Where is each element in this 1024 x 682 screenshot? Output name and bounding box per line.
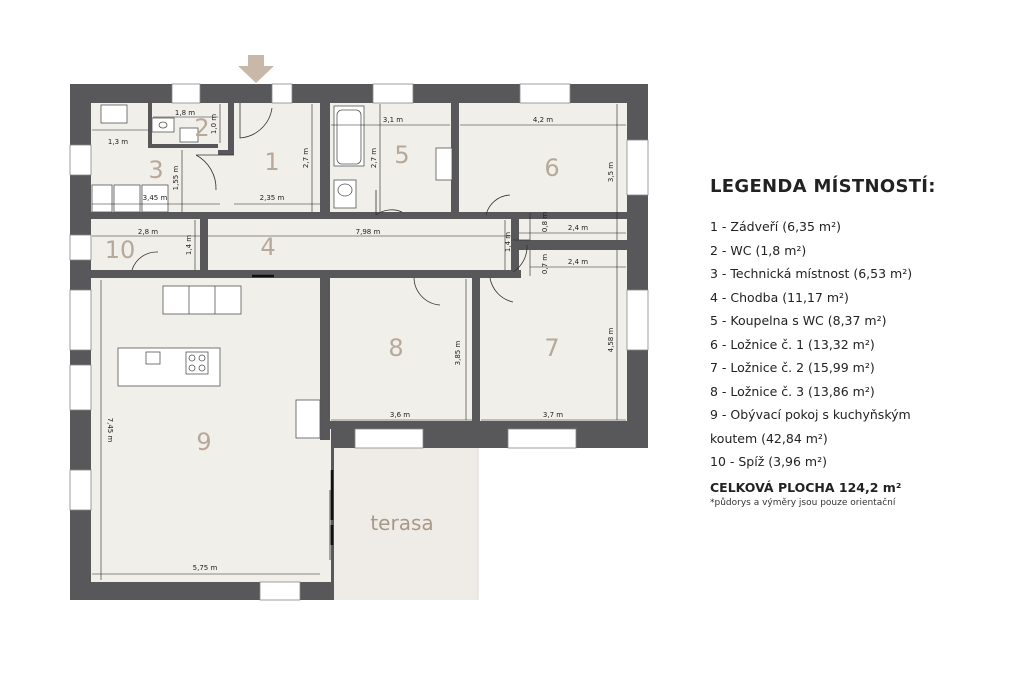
dim-label: 3,85 m (454, 341, 462, 366)
dim-label: 1,0 m (210, 114, 218, 134)
room-number-2: 2 (194, 114, 209, 142)
dim-label: 1,55 m (172, 166, 180, 191)
dim-label: 1,3 m (108, 138, 128, 146)
dimension-lines (92, 104, 626, 580)
room-number-1: 1 (264, 148, 279, 176)
room-number-5: 5 (394, 141, 409, 169)
room-numbers: 1 2 3 4 5 6 7 8 9 10 (105, 114, 560, 456)
dim-label: 2,7 m (302, 148, 310, 168)
washer (100, 104, 128, 124)
dim-label: 0,8 m (541, 212, 549, 232)
room-number-7: 7 (544, 334, 559, 362)
total-area: CELKOVÁ PLOCHA 124,2 m² (710, 479, 902, 495)
legend-item: 8 - Ložnice č. 3 (13,86 m²) (710, 383, 875, 399)
fixtures (91, 104, 453, 439)
legend-item: 2 - WC (1,8 m²) (710, 242, 807, 258)
legend-item: 9 - Obývací pokoj s kuchyňským (710, 407, 911, 422)
fireplace (295, 399, 321, 439)
entrance-arrow-icon (238, 55, 274, 83)
legend-list: 1 - Zádveří (6,35 m²) 2 - WC (1,8 m²) 3 … (710, 215, 1010, 474)
dim-label: 1,4 m (185, 235, 193, 255)
dim-label: 2,7 m (370, 148, 378, 168)
windows (69, 83, 649, 601)
legend-item: 6 - Ložnice č. 1 (13,32 m²) (710, 336, 875, 352)
legend-item: 7 - Ložnice č. 2 (15,99 m²) (710, 360, 875, 375)
dim-label: 2,4 m (568, 258, 588, 266)
dim-label: 1,8 m (175, 109, 195, 117)
legend-item: 10 - Spíž (3,96 m²) (710, 454, 827, 469)
dim-label: 3,6 m (390, 411, 410, 419)
sink-bath (435, 147, 453, 181)
dim-label: 4,58 m (607, 328, 615, 353)
room-number-4: 4 (260, 233, 275, 261)
room-number-9: 9 (196, 428, 211, 456)
room-number-8: 8 (388, 334, 403, 362)
legend-item: 4 - Chodba (11,17 m²) (710, 289, 849, 305)
dim-label: 2,4 m (568, 224, 588, 232)
dimension-labels: 1,8 m 1,0 m 1,3 m 1,55 m 3,45 m 2,35 m 2… (106, 109, 615, 572)
legend-item: koutem (42,84 m²) (710, 430, 828, 446)
terrace-area (334, 448, 478, 600)
room-legend: LEGENDA MÍSTNOSTÍ: 1 - Zádveří (6,35 m²)… (710, 176, 1010, 508)
dim-label: 3,5 m (607, 162, 615, 182)
dim-label: 2,8 m (138, 228, 158, 236)
dim-label: 4,2 m (533, 116, 553, 124)
dim-label: 7,45 m (106, 418, 114, 443)
dim-label: 2,35 m (260, 194, 285, 202)
legend-title: LEGENDA MÍSTNOSTÍ: (710, 176, 936, 197)
room-number-10: 10 (105, 236, 136, 264)
dim-label: 3,45 m (143, 194, 168, 202)
dim-label: 3,1 m (383, 116, 403, 124)
terrace-label: terasa (370, 511, 433, 535)
floor-plan: 1,8 m 1,0 m 1,3 m 1,55 m 3,45 m 2,35 m 2… (69, 55, 649, 601)
legend-item: 3 - Technická místnost (6,53 m²) (710, 266, 913, 281)
legend-item: 1 - Zádveří (6,35 m²) (710, 219, 841, 234)
dim-label: 7,98 m (356, 228, 381, 236)
toilet-wc (179, 127, 199, 143)
cooktop (185, 351, 209, 375)
dim-label: 3,7 m (543, 411, 563, 419)
dim-label: 0,7 m (541, 254, 549, 274)
room-number-6: 6 (544, 154, 559, 182)
legend-item: 5 - Koupelna s WC (8,37 m²) (710, 313, 887, 328)
interior-walls (91, 103, 627, 440)
room-number-3: 3 (148, 156, 163, 184)
dim-label: 5,75 m (193, 564, 218, 572)
sliding-doors (252, 274, 334, 545)
doors (131, 103, 530, 560)
disclaimer-note: *půdorys a výměry jsou pouze orientační (710, 497, 896, 508)
dim-label: 1,4 m (504, 232, 512, 252)
